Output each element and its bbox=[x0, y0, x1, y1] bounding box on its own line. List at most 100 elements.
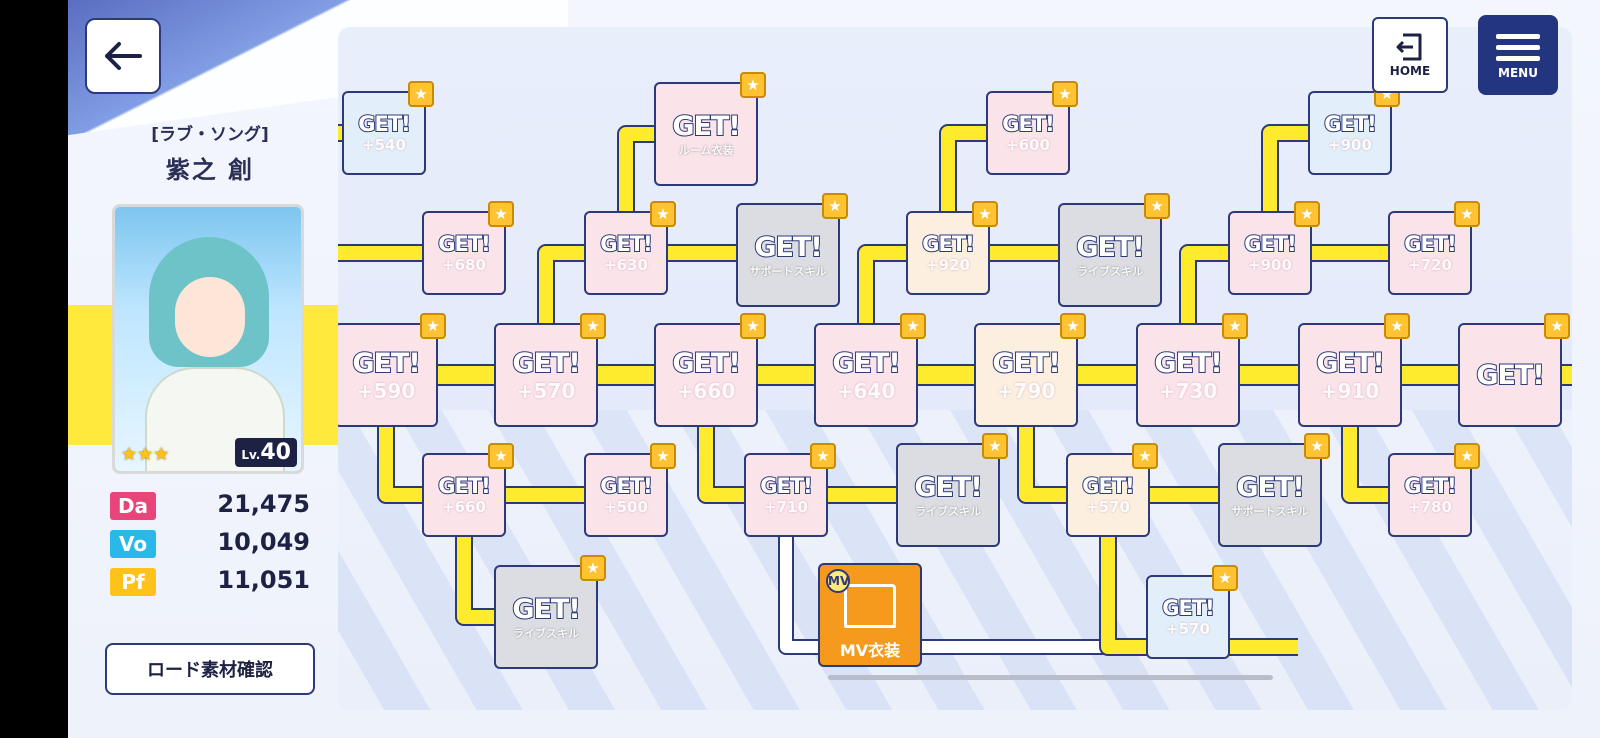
star-badge-icon: ★ bbox=[740, 313, 766, 339]
road-node[interactable]: GET!+680★ bbox=[422, 201, 514, 295]
node-reward: +780 bbox=[1408, 498, 1452, 516]
get-label: GET! bbox=[671, 110, 741, 143]
stat-label-vo: Vo bbox=[110, 530, 156, 558]
road-node[interactable]: GET!+540★ bbox=[342, 81, 434, 175]
node-reward: +680 bbox=[442, 256, 486, 274]
road-node[interactable]: GET!+570 ★ bbox=[494, 313, 606, 427]
stat-label-pf: Pf bbox=[110, 568, 156, 596]
node-reward: ライブスキル bbox=[915, 504, 981, 518]
node-reward: +730 bbox=[1158, 378, 1218, 403]
stat-da: Da 21,475 bbox=[110, 490, 310, 522]
road-materials-button[interactable]: ロード素材確認 bbox=[105, 643, 315, 695]
get-label: GET! bbox=[1161, 595, 1216, 621]
hamburger-icon-bar bbox=[1496, 55, 1540, 61]
road-node[interactable]: GET!+720 ★ bbox=[1388, 201, 1480, 295]
skill-road-tree[interactable]: GET!+540★GET!ルーム衣装★GET!+600★GET!+900★GET… bbox=[338, 27, 1572, 710]
get-label: GET! bbox=[511, 593, 581, 626]
road-node[interactable]: GET!+500 ★ bbox=[584, 443, 676, 537]
get-label: GET! bbox=[511, 347, 581, 380]
stat-value-vo: 10,049 bbox=[217, 528, 310, 556]
star-badge-icon: ★ bbox=[822, 193, 848, 219]
hamburger-icon-bar bbox=[1496, 44, 1540, 50]
mv-note-icon: MV bbox=[826, 569, 850, 593]
card-title: [ラブ・ソング] bbox=[151, 125, 269, 145]
star-badge-icon: ★ bbox=[740, 72, 766, 98]
road-node[interactable]: GET!ライブスキル★ bbox=[1058, 193, 1170, 307]
road-node[interactable]: GET!+660★ bbox=[654, 313, 766, 427]
star-badge-icon: ★ bbox=[1304, 433, 1330, 459]
road-node[interactable]: GET!+660★ bbox=[422, 443, 514, 537]
node-reward: +920 bbox=[926, 256, 970, 274]
road-node[interactable]: GET!+900★ bbox=[1308, 81, 1400, 175]
get-label: GET! bbox=[753, 231, 823, 264]
stat-label-da: Da bbox=[110, 492, 156, 520]
get-label: GET! bbox=[1323, 111, 1378, 137]
get-label: GET! bbox=[759, 473, 814, 499]
star-badge-icon: ★ bbox=[1052, 81, 1078, 107]
star-badge-icon: ★ bbox=[1212, 565, 1238, 591]
stat-value-pf: 11,051 bbox=[217, 566, 310, 594]
star-badge-icon: ★ bbox=[420, 313, 446, 339]
road-path bbox=[1101, 495, 1298, 654]
character-card[interactable]: ★★★ Lv.40 bbox=[112, 204, 304, 474]
node-reward: +790 bbox=[996, 378, 1056, 403]
hamburger-icon bbox=[1496, 33, 1540, 39]
node-reward: +570 bbox=[516, 378, 576, 403]
star-badge-icon: ★ bbox=[580, 313, 606, 339]
get-label: GET! bbox=[437, 231, 492, 257]
star-badge-icon: ★ bbox=[650, 443, 676, 469]
star-badge-icon: ★ bbox=[1294, 201, 1320, 227]
road-node[interactable]: GET!+570★ bbox=[1066, 443, 1158, 537]
node-reward: +630 bbox=[604, 256, 648, 274]
menu-button[interactable]: MENU bbox=[1478, 15, 1558, 95]
road-node[interactable]: GET!+600★ bbox=[986, 81, 1078, 175]
road-node[interactable]: GET!+640★ bbox=[814, 313, 926, 427]
node-reward: +720 bbox=[1408, 256, 1452, 274]
get-label: GET! bbox=[1403, 231, 1458, 257]
road-node[interactable]: GET!+900 ★ bbox=[1228, 201, 1320, 295]
get-label: GET! bbox=[437, 473, 492, 499]
get-label: GET! bbox=[599, 473, 654, 499]
road-node[interactable]: GET!+710★ bbox=[744, 443, 836, 537]
get-label: GET! bbox=[351, 347, 421, 380]
level-badge: Lv.40 bbox=[235, 438, 297, 467]
road-node[interactable]: GET!サポートスキル★ bbox=[1218, 433, 1330, 547]
node-reward: +900 bbox=[1328, 136, 1372, 154]
road-node[interactable]: GET!+790★ bbox=[974, 313, 1086, 427]
node-reward: +640 bbox=[836, 378, 896, 403]
road-node[interactable]: GET!サポートスキル ★ bbox=[736, 193, 848, 307]
road-node[interactable]: GET!★ bbox=[1458, 313, 1570, 427]
road-node[interactable]: GET!ライブスキル★ bbox=[494, 555, 606, 669]
get-label: GET! bbox=[921, 231, 976, 257]
road-node[interactable]: GET!+630★ bbox=[584, 201, 676, 295]
road-node[interactable]: GET!+910★ bbox=[1298, 313, 1410, 427]
node-reward: サポートスキル bbox=[749, 264, 827, 278]
star-badge-icon: ★ bbox=[1544, 313, 1570, 339]
get-label: GET! bbox=[831, 347, 901, 380]
star-badge-icon: ★ bbox=[810, 443, 836, 469]
get-label: GET! bbox=[1153, 347, 1223, 380]
road-node[interactable]: GET!+730★ bbox=[1136, 313, 1248, 427]
arrow-left-icon bbox=[105, 42, 142, 70]
road-node[interactable]: GET!ライブスキル★ bbox=[896, 433, 1008, 547]
road-node[interactable]: GET!+570 ★ bbox=[1146, 565, 1238, 659]
road-node[interactable]: GET!+590 ★ bbox=[338, 313, 446, 427]
node-reward: +570 bbox=[1166, 620, 1210, 638]
node-reward: +590 bbox=[356, 378, 416, 403]
node-reward: +910 bbox=[1320, 378, 1380, 403]
node-reward: +900 bbox=[1248, 256, 1292, 274]
road-node[interactable]: GET!+920 ★ bbox=[906, 201, 998, 295]
get-label: GET! bbox=[1243, 231, 1298, 257]
road-node[interactable]: GET!ルーム衣装★ bbox=[654, 72, 766, 186]
star-badge-icon: ★ bbox=[408, 81, 434, 107]
rarity-stars: ★★★ bbox=[121, 444, 170, 465]
back-button[interactable] bbox=[85, 18, 161, 94]
star-badge-icon: ★ bbox=[1454, 201, 1480, 227]
home-button[interactable]: HOME bbox=[1372, 17, 1448, 93]
star-badge-icon: ★ bbox=[972, 201, 998, 227]
horizontal-scrollbar[interactable] bbox=[828, 675, 1273, 680]
node-reward: +500 bbox=[604, 498, 648, 516]
road-node[interactable]: GET!+780★ bbox=[1388, 443, 1480, 537]
node-reward: ライブスキル bbox=[1077, 264, 1143, 278]
